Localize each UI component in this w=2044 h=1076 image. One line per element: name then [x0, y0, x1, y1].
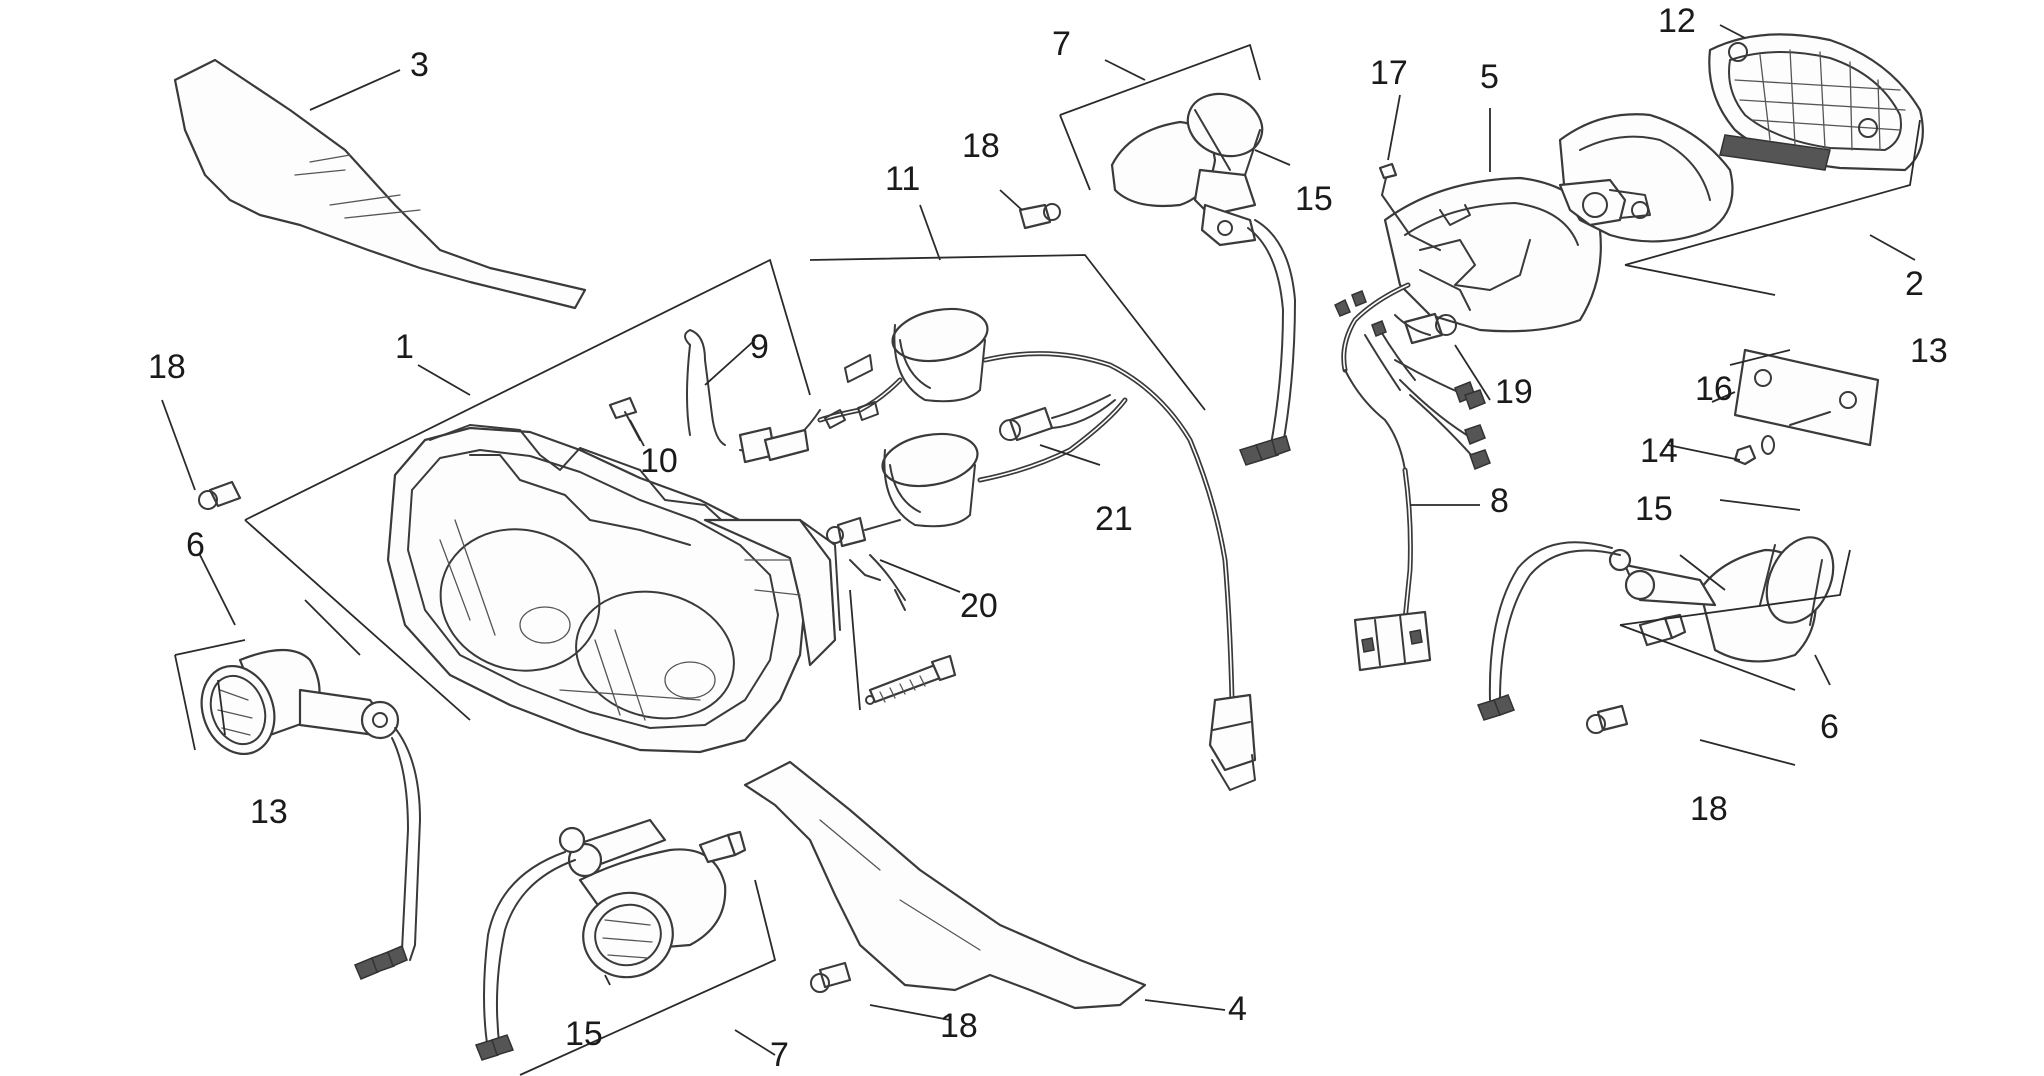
part-12-wiring-harness: [1334, 282, 1491, 672]
part-5-tail-light-housing: [1383, 176, 1602, 333]
part-8-screw: [608, 396, 641, 441]
part-18-bulb-left: [198, 480, 242, 510]
callout-6-right: 6: [1820, 708, 1839, 746]
callout-10: 11: [885, 160, 920, 198]
callout-14: 14: [1640, 432, 1678, 470]
callout-13: 13: [1910, 332, 1948, 370]
part-6-indicator-front-left: [238, 649, 421, 961]
callout-7-top: 7: [1052, 25, 1071, 63]
connector-pins-top: [1239, 435, 1291, 466]
part-18-bulb-bottom: [810, 961, 852, 993]
callout-8: 10: [640, 442, 678, 480]
part-9-spring-clip: [684, 329, 726, 446]
connector-pins-right: [1477, 694, 1515, 721]
part-15-lens-rear-right: [1759, 536, 1835, 626]
part-11-tail-lens: [1708, 33, 1924, 172]
connector-pins-left: [354, 944, 408, 980]
part-2-tail-light-reflector: [1558, 113, 1734, 243]
callout-9: 9: [750, 328, 769, 366]
callout-17: 17: [1370, 54, 1408, 92]
adjusting-bolt: [865, 654, 957, 705]
callout-18-bottom: 18: [940, 1007, 978, 1045]
part-18-bulb-top: [1018, 203, 1061, 230]
callout-15-left: 13: [250, 793, 288, 831]
callout-15-top: 15: [1295, 180, 1333, 218]
callout-7-bottom: 7: [770, 1036, 789, 1074]
part-17-screw: [1378, 162, 1441, 251]
callout-3: 3: [410, 46, 429, 84]
callout-18-right: 18: [1690, 790, 1728, 828]
callout-11: 12: [1658, 2, 1696, 40]
callout-15-bottom: 15: [565, 1015, 603, 1053]
callout-labels: 3 1 18 6 13 9 10 11 18 7 15 17 5 12 2 13…: [148, 2, 1948, 1074]
callout-16: 16: [1695, 370, 1733, 408]
part-15-lens-front-bottom: [582, 891, 674, 979]
part-21-bulb-socket: [999, 394, 1116, 442]
callout-18-left: 18: [148, 348, 186, 386]
part-3-protective-film-upper: [173, 58, 587, 310]
part-20-bulb: [826, 516, 906, 611]
part-15-lens-top: [1186, 92, 1264, 176]
callout-5: 5: [1480, 58, 1499, 96]
leader-lines: [161, 24, 1916, 1056]
part-16-washer: [1761, 411, 1831, 455]
part-1-headlight: [386, 424, 841, 754]
callout-12: 8: [1490, 482, 1509, 520]
part-18-bulb-right: [1586, 704, 1629, 734]
part-10-bulb-holders-wiring: [738, 307, 1257, 791]
part-7-indicator-top: [1110, 120, 1296, 451]
callout-19: 19: [1495, 373, 1533, 411]
part-4-protective-film-lower: [743, 760, 1147, 1010]
callout-2: 2: [1905, 265, 1924, 303]
part-14-nut: [1733, 444, 1757, 466]
callout-15-right: 15: [1635, 490, 1673, 528]
callout-6-left: 6: [186, 526, 205, 564]
connector-pins-bottom: [475, 1034, 514, 1061]
callout-1: 1: [395, 328, 414, 366]
callout-18-top: 18: [962, 127, 1000, 165]
group-brackets: [174, 43, 1921, 1076]
callout-21: 21: [1095, 500, 1133, 538]
callout-20: 20: [960, 587, 998, 625]
part-13-plate-light: [1733, 348, 1880, 447]
callout-4: 4: [1228, 990, 1247, 1028]
part-19-tail-bulb: [1403, 312, 1457, 345]
